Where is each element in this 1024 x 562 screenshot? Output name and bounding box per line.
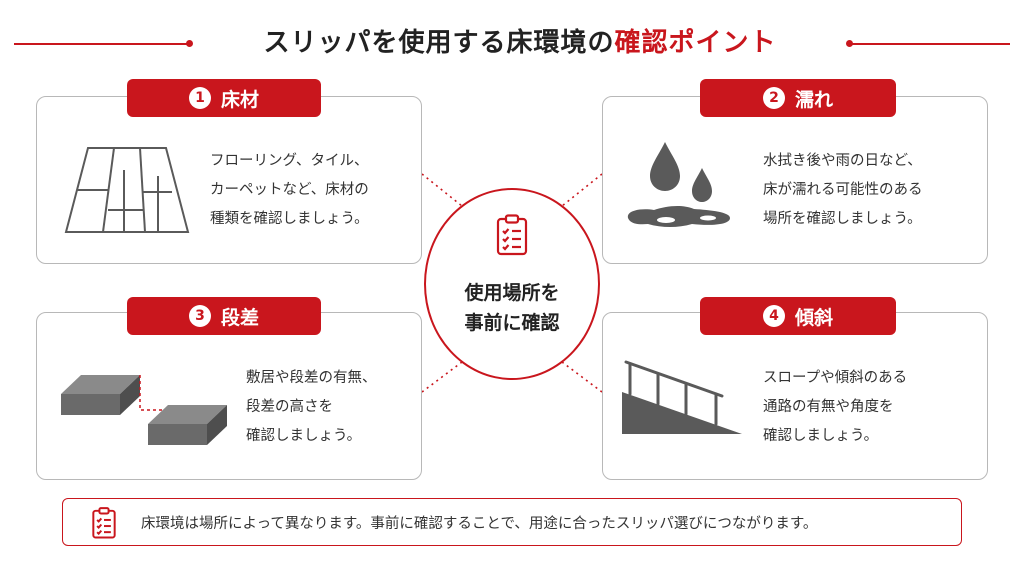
note-text: 床環境は場所によって異なります。事前に確認することで、用途に合ったスリッパ選びに… [141,516,818,532]
connector-3 [421,361,463,393]
card-slope-title: 傾斜 [794,306,833,329]
title-dot-left [186,40,193,47]
flooring-icon [64,147,190,233]
card-flooring-label: 1 床材 [127,79,321,117]
page-title: スリッパを使用する床環境の確認ポイント [200,22,840,59]
card-flooring-text: フローリング、タイル、 カーペットなど、床材の 種類を確認しましょう。 [210,153,369,227]
title-line-right [852,43,1010,45]
card-step-number: 3 [188,305,211,327]
connector-1 [421,173,463,207]
card-slope-text: スロープや傾斜のある 通路の有無や角度を 確認しましょう。 [763,370,908,444]
title-main: スリッパを使用する床環境の [263,28,615,58]
step-icon [61,375,227,445]
center-text: 使用場所を 事前に確認 [464,282,560,334]
card-wetness-number: 2 [762,87,785,109]
card-step-text: 敷居や段差の有無、 段差の高さを 確認しましょう。 [246,370,377,444]
card-flooring-title: 床材 [220,88,259,111]
clipboard-checklist-icon [496,214,528,256]
card-slope-number: 4 [762,305,785,327]
title-accent: 確認ポイント [614,28,777,58]
center-ellipse: 使用場所を 事前に確認 [424,188,600,380]
water-drops-icon [627,142,730,227]
card-wetness-label: 2 濡れ [700,79,896,117]
card-step-title: 段差 [220,306,259,329]
card-step-label: 3 段差 [127,297,321,335]
card-wetness-title: 濡れ [794,88,833,111]
connector-4 [561,361,603,393]
title-dot-right [846,40,853,47]
card-wetness-text: 水拭き後や雨の日など、 床が濡れる可能性のある 場所を確認しましょう。 [763,153,923,227]
note-clipboard-icon [92,507,116,539]
card-flooring-number: 1 [188,87,211,109]
connector-2 [561,173,603,207]
bottom-note: 床環境は場所によって異なります。事前に確認することで、用途に合ったスリッパ選びに… [62,498,962,546]
title-line-left [14,43,190,45]
card-slope-label: 4 傾斜 [700,297,896,335]
slope-handrail-icon [622,360,742,434]
